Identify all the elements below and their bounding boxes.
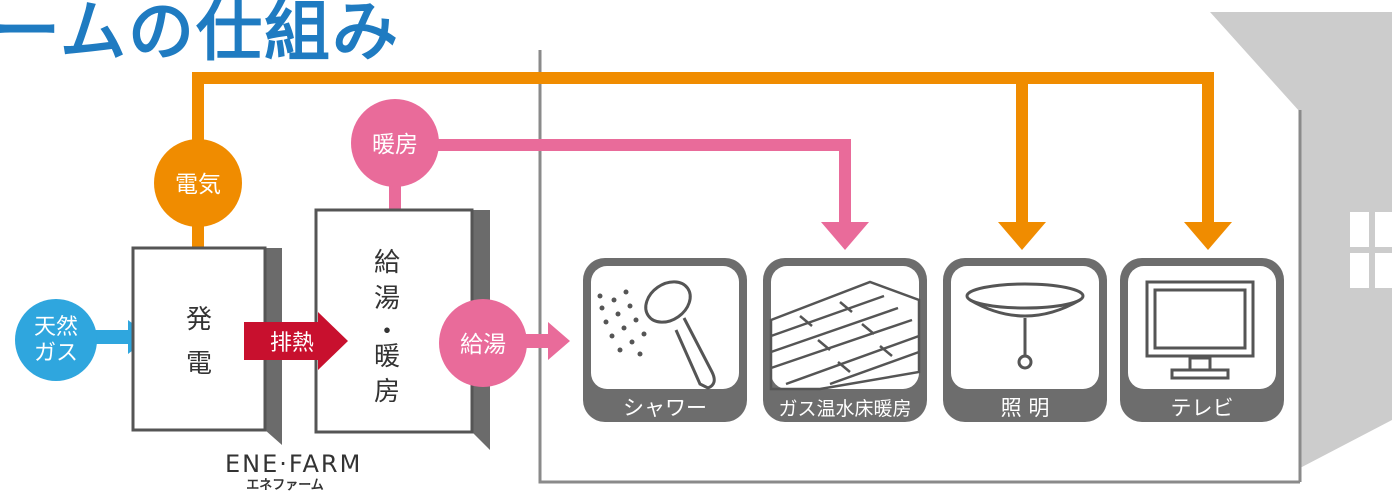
- appliance-lighting: [943, 258, 1107, 422]
- hotwater-arrow: [522, 322, 570, 360]
- electricity-circle: [154, 139, 242, 227]
- floor-heating-icon: [769, 280, 921, 391]
- appliance-floor-heating: [763, 258, 927, 422]
- heating-label: 暖房: [372, 132, 418, 158]
- electricity-arrow-tv: [1184, 222, 1232, 250]
- page-title: ームの仕組み: [0, 0, 401, 70]
- gas-label-1: 天然: [34, 315, 78, 340]
- boiler-label-3: ・: [374, 317, 400, 347]
- exhaust-heat-label: 排熱: [270, 331, 314, 356]
- boiler-label-1: 給: [374, 248, 400, 278]
- water-spray-icon: [597, 289, 647, 357]
- appliance-tv: [1120, 258, 1284, 422]
- gas-circle: [15, 299, 97, 381]
- heating-circle: [351, 99, 439, 187]
- ceiling-light-icon: [965, 282, 1085, 370]
- appliance-label-tv: テレビ: [1171, 396, 1234, 420]
- gas-label-2: ガス: [34, 341, 78, 366]
- window-icon: [1350, 212, 1392, 288]
- appliance-label-shower: シャワー: [623, 396, 707, 420]
- shower-icon: [644, 280, 716, 390]
- appliance-label-lighting: 照 明: [1001, 396, 1050, 420]
- generator-label-1: 発: [186, 305, 212, 335]
- boiler-label-2: 湯: [374, 284, 400, 314]
- hotwater-circle: [439, 299, 527, 387]
- television-icon: [1145, 280, 1255, 380]
- ene-farm-logo: ENE·FARM エネファーム: [225, 450, 363, 496]
- generator-label-2: 電: [186, 349, 212, 379]
- boiler-label-4: 暖: [374, 342, 400, 372]
- appliance-label-floor-heating: ガス温水床暖房: [778, 398, 911, 420]
- appliance-shower: [583, 258, 747, 422]
- hotwater-label: 給湯: [460, 332, 506, 358]
- house-outline: [538, 12, 1392, 484]
- boiler-label-5: 房: [374, 377, 400, 407]
- electricity-label: 電気: [175, 172, 221, 198]
- logo-katakana: エネファーム: [246, 478, 324, 493]
- electricity-arrow-light: [998, 222, 1046, 250]
- logo-wordmark: ENE·FARM: [225, 450, 363, 478]
- exhaust-heat-arrow: [244, 312, 348, 370]
- heating-arrow: [821, 222, 869, 250]
